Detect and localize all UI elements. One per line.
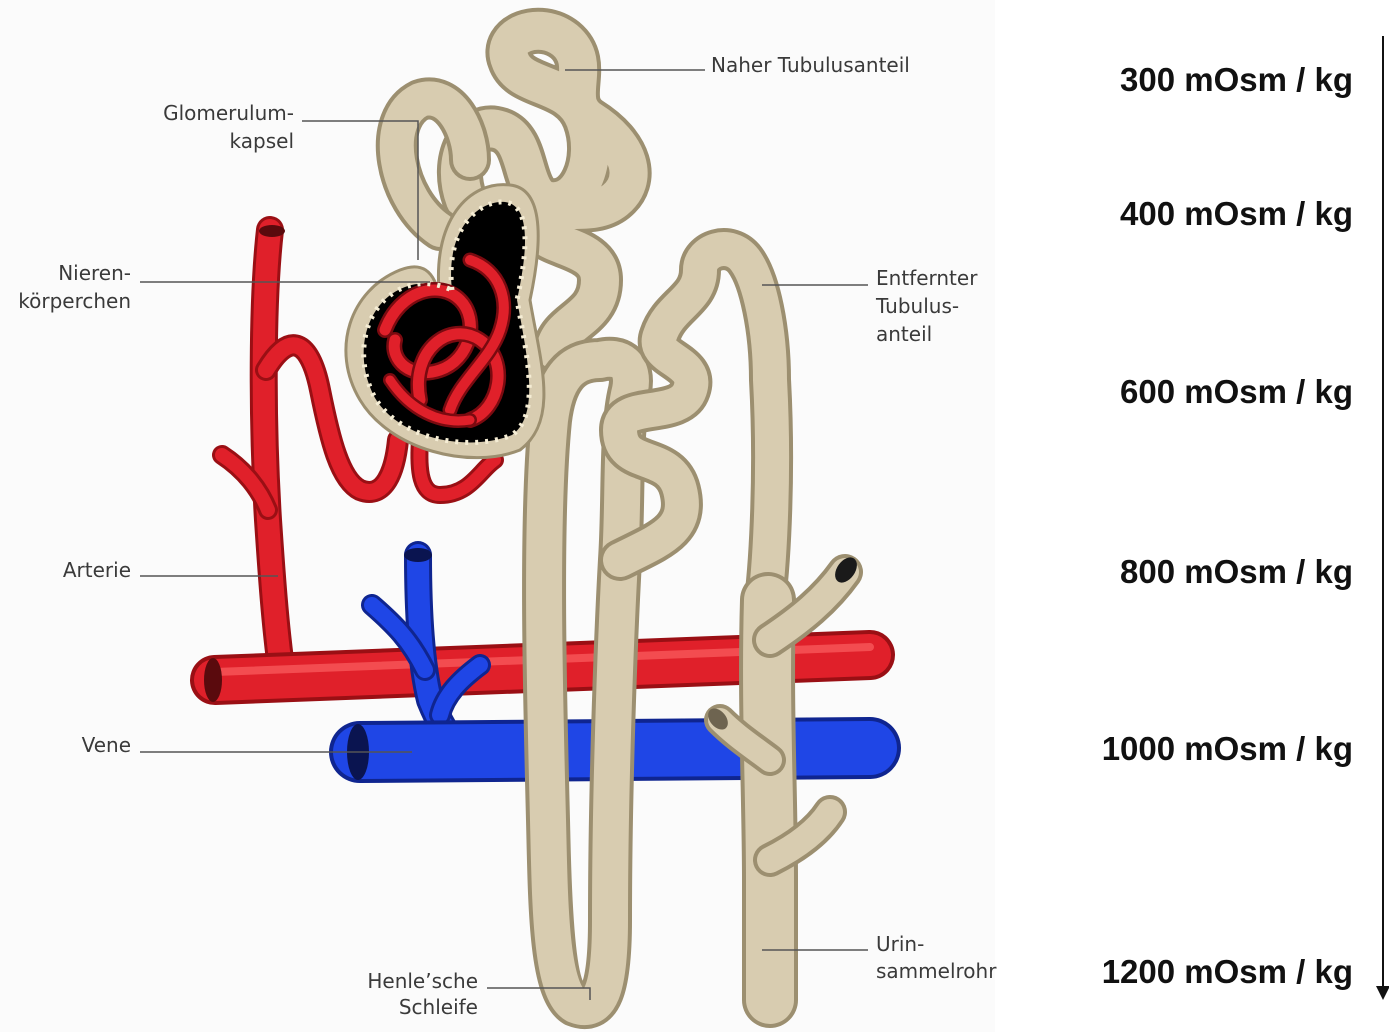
label-arterie: Arterie bbox=[63, 558, 131, 582]
label-henle-line2: Schleife bbox=[399, 995, 478, 1019]
label-urin-line2: sammelrohr bbox=[876, 959, 997, 983]
osmolality-label-300: 300 mOsm / kg bbox=[1120, 63, 1353, 96]
osmolality-label-800: 800 mOsm / kg bbox=[1120, 555, 1353, 588]
osmolality-label-600: 600 mOsm / kg bbox=[1120, 375, 1353, 408]
osmolality-gradient-arrow bbox=[1382, 36, 1384, 986]
osmolality-label-1200: 1200 mOsm / kg bbox=[1102, 955, 1353, 988]
arrow-down-icon bbox=[1376, 986, 1389, 1000]
label-entfernter-line1: Entfernter bbox=[876, 266, 978, 290]
label-entfernter-line2: Tubulus- bbox=[875, 294, 959, 318]
label-entfernter-line3: anteil bbox=[876, 322, 932, 346]
label-urin-line1: Urin- bbox=[876, 932, 924, 956]
label-vene: Vene bbox=[82, 733, 131, 757]
label-naher-tubulusanteil: Naher Tubulusanteil bbox=[711, 53, 910, 77]
label-glomerulum-line2: kapsel bbox=[230, 129, 294, 153]
nephron-diagram: Naher Tubulusanteil Glomerulum- kapsel N… bbox=[0, 0, 1000, 1032]
label-nieren-line1: Nieren- bbox=[58, 261, 131, 285]
label-henle-line1: Henle’sche bbox=[367, 969, 478, 993]
osmolality-label-400: 400 mOsm / kg bbox=[1120, 197, 1353, 230]
label-glomerulum-line1: Glomerulum- bbox=[163, 101, 294, 125]
osmolality-label-1000: 1000 mOsm / kg bbox=[1102, 732, 1353, 765]
label-nieren-line2: körperchen bbox=[18, 289, 131, 313]
